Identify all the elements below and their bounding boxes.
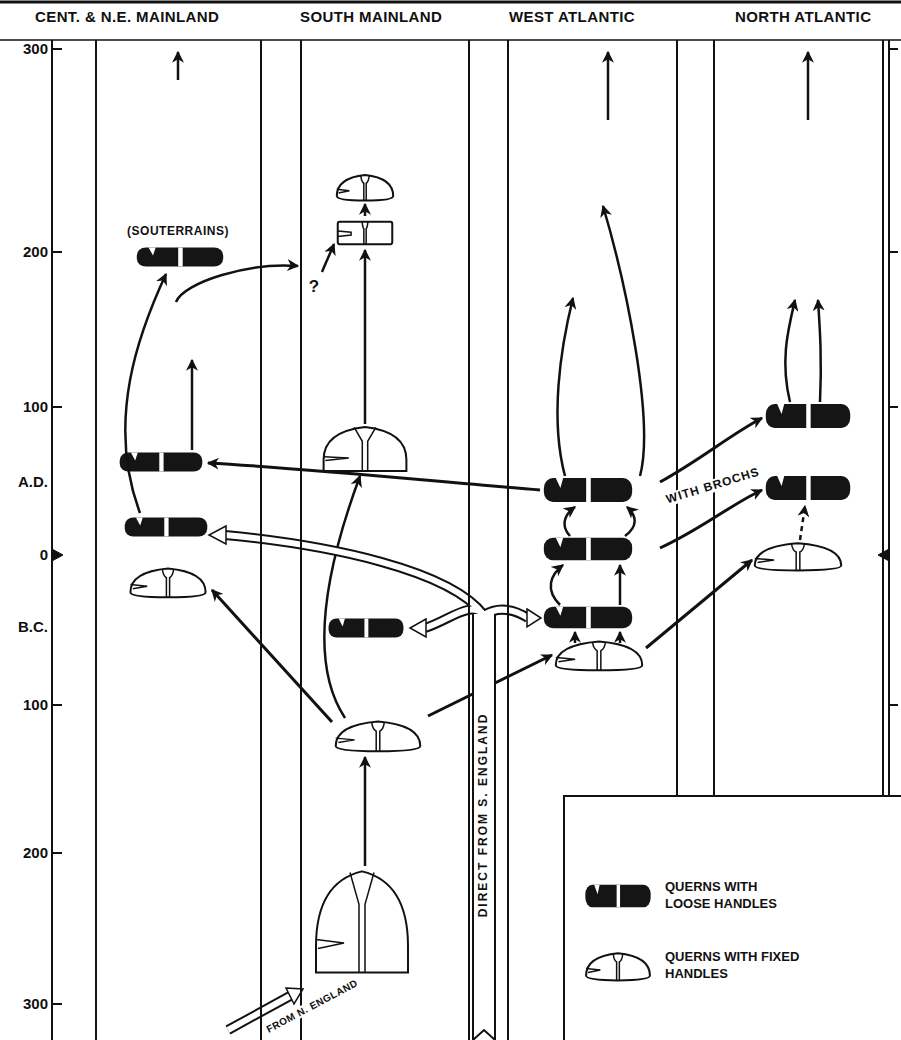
art-stroke xyxy=(785,300,795,402)
art-stroke xyxy=(646,560,752,648)
art-stroke xyxy=(574,632,577,643)
art-stroke xyxy=(364,204,367,216)
axis-era: B.C. xyxy=(18,619,48,636)
quern-icon xyxy=(120,453,203,472)
legend-box: QUERNS WITH LOOSE HANDLES QUERNS WITH FIX… xyxy=(563,795,901,1040)
quern-icon xyxy=(544,607,632,628)
quern-icon xyxy=(337,175,393,201)
art-stroke xyxy=(807,52,810,120)
art-stroke xyxy=(565,507,575,536)
quern-icon xyxy=(137,248,223,267)
quern-icon xyxy=(544,538,632,560)
art-stroke xyxy=(607,52,610,120)
arrow-label: FROM N. ENGLAND xyxy=(263,976,362,1035)
quern-icon xyxy=(544,478,632,502)
site-note: (SOUTERRAINS) xyxy=(125,225,231,238)
art-stroke xyxy=(208,463,540,490)
quern-icon xyxy=(766,476,850,500)
quern-icon xyxy=(336,722,421,752)
quern-icon xyxy=(324,427,407,471)
quern-icon xyxy=(766,404,850,428)
axis-year: 100 xyxy=(23,697,48,714)
art-stroke xyxy=(364,250,367,424)
period-column: SOUTH MAINLAND xyxy=(300,40,470,1040)
quern-icon xyxy=(329,619,404,638)
art-stroke xyxy=(191,360,194,450)
art-stroke xyxy=(473,1030,495,1040)
column-heading: SOUTH MAINLAND xyxy=(300,8,442,25)
art-stroke xyxy=(0,1,901,4)
period-column: CENT. & N.E. MAINLAND xyxy=(95,40,262,1040)
quern-sample xyxy=(586,953,650,980)
art-stroke xyxy=(209,526,226,544)
column-heading: CENT. & N.E. MAINLAND xyxy=(35,8,219,25)
axis-year: 200 xyxy=(23,244,48,261)
art-stroke xyxy=(125,274,166,513)
legend-text: QUERNS WITH LOOSE HANDLES xyxy=(665,879,800,913)
art-stroke xyxy=(619,565,622,605)
art-stroke xyxy=(225,535,484,615)
art-stroke xyxy=(322,244,334,272)
column-heading: NORTH ATLANTIC xyxy=(735,8,871,25)
quern-icon xyxy=(338,222,393,244)
column-heading: WEST ATLANTIC xyxy=(509,8,635,25)
axis-year: 300 xyxy=(23,41,48,58)
art-stroke xyxy=(619,632,622,643)
quern-icon xyxy=(130,568,205,597)
quern-icon xyxy=(125,518,208,537)
axis-year: 300 xyxy=(23,996,48,1013)
art-stroke xyxy=(177,52,180,80)
query-mark: ? xyxy=(307,278,321,297)
art-stroke xyxy=(51,40,53,1040)
art-stroke xyxy=(176,265,298,302)
quern-sample xyxy=(585,885,650,907)
art-stroke xyxy=(625,507,635,536)
axis-year: 100 xyxy=(23,399,48,416)
art-stroke xyxy=(818,300,821,402)
art-stroke xyxy=(800,506,805,540)
art-stroke xyxy=(603,206,644,476)
axis-year: 200 xyxy=(23,845,48,862)
arrow-label: DIRECT FROM S. ENGLAND xyxy=(477,713,490,918)
legend-sample xyxy=(583,949,653,983)
art-stroke xyxy=(557,298,573,476)
art-stroke xyxy=(225,535,484,615)
axis-year: 0 xyxy=(40,547,48,564)
legend-text: QUERNS WITH FIXED HANDLES xyxy=(665,949,800,983)
art-stroke xyxy=(410,619,426,637)
art-stroke xyxy=(324,476,360,718)
art-stroke xyxy=(364,757,367,866)
art-stroke xyxy=(212,590,332,722)
art-stroke xyxy=(472,612,496,1040)
art-stroke xyxy=(474,614,494,1040)
quern-icon xyxy=(316,871,408,972)
art-stroke xyxy=(209,526,541,1004)
quern-icon xyxy=(556,641,642,670)
quern-icon xyxy=(755,543,841,570)
legend-sample xyxy=(583,879,653,913)
art-stroke xyxy=(551,565,563,605)
hollow-arrows xyxy=(209,526,541,1040)
axis-era: A.D. xyxy=(18,474,48,491)
art-stroke xyxy=(527,609,541,627)
